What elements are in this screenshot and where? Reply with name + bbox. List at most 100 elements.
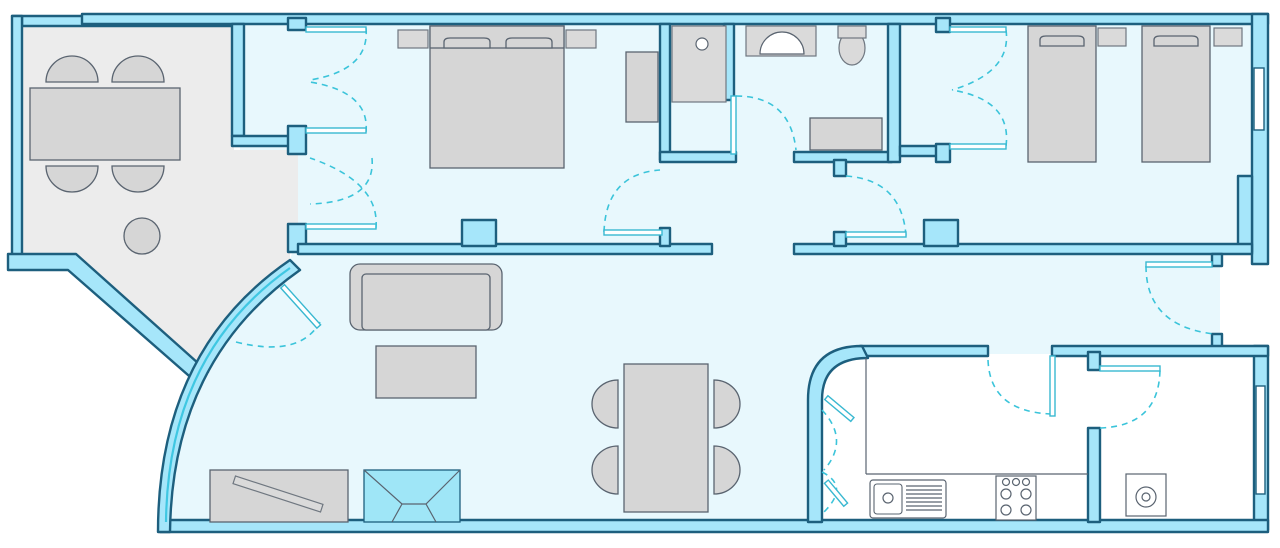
washing-machine bbox=[1125, 473, 1167, 517]
outer-walls bbox=[6, 12, 1270, 534]
kitchen-curved-wall bbox=[806, 344, 870, 524]
laundry-fixtures bbox=[1125, 473, 1167, 517]
chair bbox=[45, 55, 99, 83]
door-leaf bbox=[823, 479, 849, 508]
sink-basin bbox=[873, 483, 903, 515]
chair bbox=[111, 55, 165, 83]
sink bbox=[759, 31, 805, 55]
burner bbox=[1020, 504, 1032, 516]
pillow bbox=[1153, 35, 1199, 47]
burner bbox=[1000, 504, 1012, 516]
door-swing bbox=[235, 321, 321, 348]
bedroom-wing-right-wall bbox=[1236, 174, 1254, 254]
drain-board bbox=[906, 485, 942, 511]
door-leaf bbox=[845, 231, 907, 238]
terrace-wall-left bbox=[10, 14, 24, 258]
chair bbox=[591, 379, 619, 429]
door-leaf bbox=[823, 394, 855, 423]
door-swing bbox=[821, 409, 838, 471]
burner bbox=[1011, 477, 1021, 487]
washing-machine-hub bbox=[1141, 492, 1151, 502]
door-swing bbox=[603, 169, 661, 233]
master-left-wall-top bbox=[230, 22, 246, 138]
bed bbox=[429, 25, 565, 169]
living-furniture bbox=[209, 263, 741, 523]
door-leaf bbox=[603, 229, 663, 236]
master-door-jamb-mid bbox=[286, 124, 308, 156]
door-swing bbox=[309, 157, 377, 229]
chair bbox=[713, 445, 741, 495]
door-leaf bbox=[305, 223, 377, 230]
kitchen-fixtures bbox=[869, 475, 1037, 521]
drain bbox=[882, 492, 894, 504]
top-wall bbox=[80, 12, 1270, 26]
door-leaf bbox=[1145, 261, 1213, 268]
kitchen-right-wall bbox=[1086, 426, 1102, 524]
door-swing bbox=[1099, 367, 1161, 429]
tv bbox=[232, 475, 324, 513]
chair bbox=[591, 445, 619, 495]
interior-walls bbox=[230, 16, 1270, 524]
kitchen-top-right bbox=[1050, 344, 1270, 358]
nightstand bbox=[565, 29, 597, 49]
bed bbox=[1141, 25, 1211, 163]
dining-table bbox=[623, 363, 709, 513]
right-wall bbox=[1250, 12, 1270, 266]
door-swing bbox=[735, 95, 797, 151]
table bbox=[29, 87, 181, 161]
burner bbox=[1000, 488, 1012, 500]
shower-tray bbox=[363, 469, 461, 523]
door-leaf bbox=[1049, 355, 1056, 417]
wall-pier-1 bbox=[460, 218, 498, 248]
twin-jamb-top bbox=[934, 16, 952, 34]
washing-machine-drum bbox=[1135, 486, 1157, 508]
curved-glazing bbox=[164, 267, 291, 523]
door-leaf bbox=[949, 26, 1007, 33]
master-bedroom-furniture bbox=[397, 25, 659, 169]
right-window bbox=[1253, 67, 1265, 131]
pillow bbox=[505, 37, 553, 49]
door-leaf bbox=[1099, 365, 1161, 372]
doors bbox=[235, 26, 1215, 513]
chair bbox=[111, 165, 165, 193]
laundry-left-top bbox=[1086, 350, 1102, 372]
door-leaf bbox=[305, 127, 367, 134]
twin-jamb bbox=[934, 142, 952, 164]
bath-stub bbox=[832, 158, 848, 178]
door-swing bbox=[309, 27, 367, 81]
door-leaf bbox=[279, 283, 322, 330]
pillow bbox=[443, 37, 491, 49]
toilet-tank bbox=[837, 25, 867, 39]
burner bbox=[1020, 488, 1032, 500]
laundry-floor bbox=[1098, 360, 1252, 520]
door-swing bbox=[845, 175, 907, 237]
right-stub-1 bbox=[1210, 252, 1224, 268]
shower-tray bbox=[671, 25, 727, 103]
nightstand bbox=[1097, 27, 1127, 47]
kitchen-top-wall bbox=[858, 344, 990, 358]
pillow bbox=[1039, 35, 1085, 47]
master-left-stub bbox=[230, 134, 292, 148]
nightstand bbox=[1213, 27, 1243, 47]
curved-living-wall bbox=[156, 258, 302, 534]
twin-door-jamb bbox=[832, 230, 848, 248]
shower-lines bbox=[363, 469, 461, 523]
coffee-table bbox=[375, 345, 477, 399]
wall-pier-2 bbox=[922, 218, 960, 248]
door-swing bbox=[309, 81, 367, 133]
master-right-wall bbox=[658, 22, 672, 162]
door-leaf bbox=[305, 26, 367, 33]
chair bbox=[45, 165, 99, 193]
terrace-furniture bbox=[29, 55, 181, 255]
wardrobe bbox=[625, 51, 659, 123]
door-leaf bbox=[949, 143, 1007, 150]
nightstand bbox=[397, 29, 429, 49]
bathtub bbox=[809, 117, 883, 151]
bed bbox=[1027, 25, 1097, 163]
door-swing bbox=[951, 29, 1008, 91]
round-stool bbox=[123, 217, 161, 255]
door-swing bbox=[309, 157, 373, 205]
door-swing bbox=[987, 359, 1053, 415]
laundry-window bbox=[1255, 385, 1266, 495]
shower-head bbox=[695, 37, 709, 51]
